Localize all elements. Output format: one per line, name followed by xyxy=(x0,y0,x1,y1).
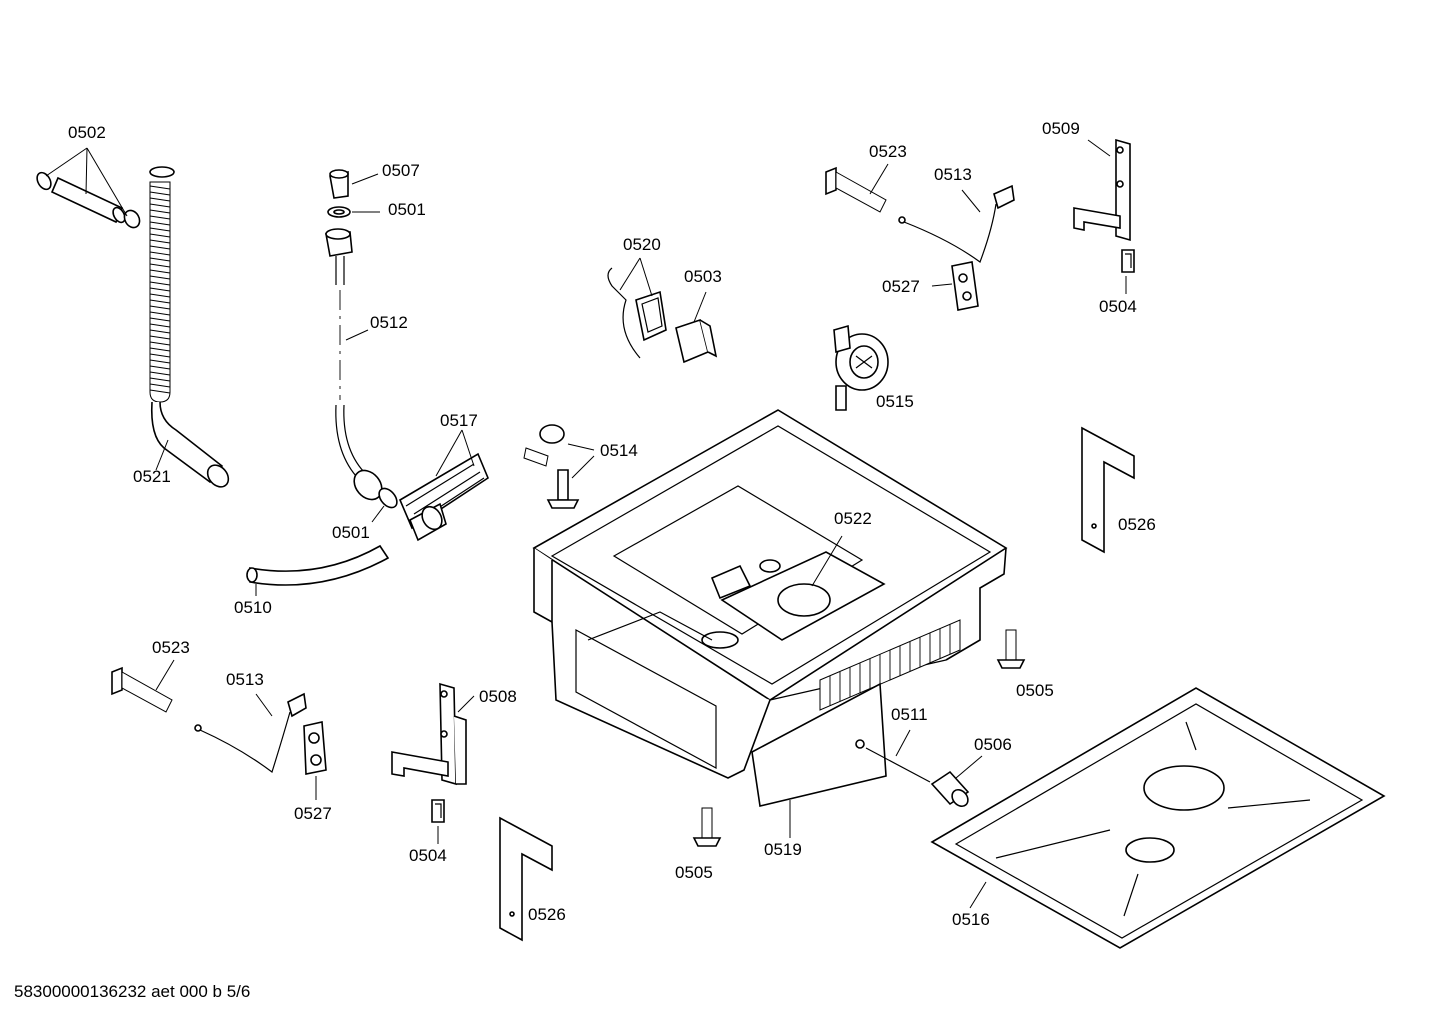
label-0505: 0505 xyxy=(1016,681,1054,700)
part-0505-screw-bottom xyxy=(692,807,722,847)
part-0511-rod xyxy=(865,729,931,783)
part-0515-pump xyxy=(833,324,889,411)
part-0502-clamps-and-tube xyxy=(36,147,141,229)
label-0526-2: 0526 xyxy=(528,905,566,924)
document-footer-code: 58300000136232 aet 000 b 5/6 xyxy=(14,982,250,1001)
part-0513-cable-top xyxy=(898,184,1015,263)
part-0527-bracket-top xyxy=(931,261,979,311)
label-0504-2: 0504 xyxy=(409,846,447,865)
part-0508-bracket xyxy=(391,682,475,786)
part-0504-clip-top xyxy=(1121,249,1135,294)
label-0515: 0515 xyxy=(876,392,914,411)
label-0501-2: 0501 xyxy=(332,523,370,542)
label-0508: 0508 xyxy=(479,687,517,706)
part-0506-knob xyxy=(930,755,983,808)
label-0513-2: 0513 xyxy=(226,670,264,689)
part-0526-strip-top xyxy=(1081,426,1135,554)
part-0516-bottom-tray xyxy=(930,687,1386,949)
part-0501-washer xyxy=(327,206,380,218)
label-0506: 0506 xyxy=(974,735,1012,754)
part-0527-bracket-bottom xyxy=(303,721,327,800)
label-0527: 0527 xyxy=(882,277,920,296)
part-0517-valve-block xyxy=(398,429,489,542)
label-0501: 0501 xyxy=(388,200,426,219)
label-0512: 0512 xyxy=(370,313,408,332)
label-0502: 0502 xyxy=(68,123,106,142)
part-0512-inlet-hose xyxy=(325,228,383,501)
label-0509: 0509 xyxy=(1042,119,1080,138)
label-0507: 0507 xyxy=(382,161,420,180)
part-0509-bracket xyxy=(1073,138,1131,242)
part-0514-gear-and-screw xyxy=(523,424,595,509)
part-0505-screw-right xyxy=(996,629,1026,669)
part-0520-wire-harness xyxy=(607,257,667,359)
part-0513-cable-bottom xyxy=(194,692,307,773)
label-0514: 0514 xyxy=(600,441,638,460)
label-0523-2: 0523 xyxy=(152,638,190,657)
part-labels: 0502 0507 0501 0512 0521 0517 0501 0510 … xyxy=(68,119,1156,929)
label-0526: 0526 xyxy=(1118,515,1156,534)
part-0522-base-tub xyxy=(532,409,1008,779)
label-0510: 0510 xyxy=(234,598,272,617)
label-0519: 0519 xyxy=(764,840,802,859)
part-0523-spring-top xyxy=(825,163,889,213)
label-0511: 0511 xyxy=(891,705,928,724)
label-0517: 0517 xyxy=(440,411,478,430)
label-0505-2: 0505 xyxy=(675,863,713,882)
part-0504-clip-bottom xyxy=(431,799,445,844)
label-0522: 0522 xyxy=(834,509,872,528)
label-0521: 0521 xyxy=(133,467,171,486)
label-0520: 0520 xyxy=(623,235,661,254)
label-0504: 0504 xyxy=(1099,297,1137,316)
part-0526-strip-bottom xyxy=(499,816,553,942)
part-0503-connector xyxy=(675,291,718,364)
part-0521-drain-hose xyxy=(149,166,230,488)
label-0503: 0503 xyxy=(684,267,722,286)
label-0516: 0516 xyxy=(952,910,990,929)
part-0519-front-panel xyxy=(751,682,887,838)
part-0523-spring-bottom xyxy=(111,659,175,713)
label-0527-2: 0527 xyxy=(294,804,332,823)
label-0523: 0523 xyxy=(869,142,907,161)
part-0501-washer-2 xyxy=(371,487,398,523)
label-0513: 0513 xyxy=(934,165,972,184)
part-0507-cap xyxy=(329,169,379,199)
part-0510-hose xyxy=(246,544,390,596)
